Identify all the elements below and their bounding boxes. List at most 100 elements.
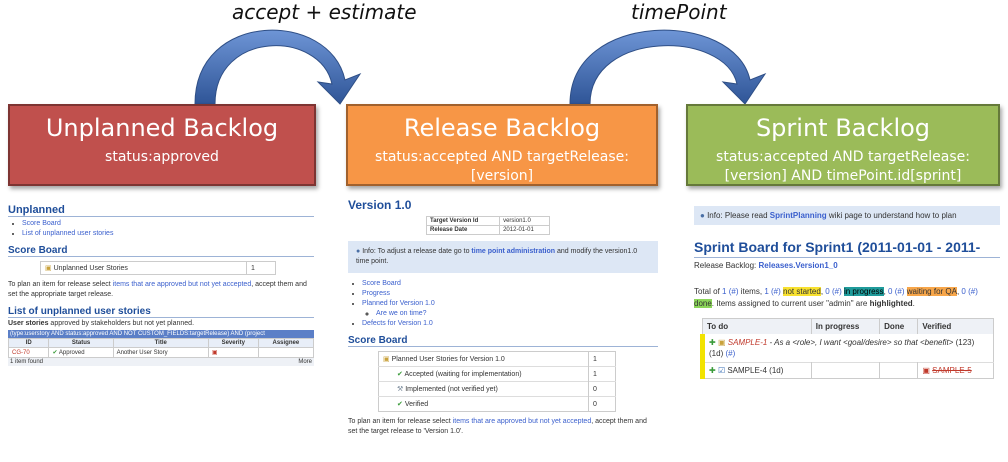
table-row[interactable]: CG-70 ✔ Approved Another User Story ▣ [7, 347, 315, 358]
hash-link[interactable]: (#) [771, 287, 781, 296]
table-footer: 1 item found More [8, 358, 314, 366]
score-row-label: Implemented (not verified yet) [405, 386, 498, 393]
sprint-summary: Total of 1 (#) items, 1 (#) not started,… [694, 287, 978, 308]
wrench-icon: ⚒ [397, 386, 404, 393]
scoreboard-heading: Score Board [348, 335, 658, 347]
issues-table: ID Status Title Severity Assignee CG-70 … [7, 338, 315, 358]
score-row[interactable]: ▣ Planned User Stories for Version 1.0 1 [378, 351, 616, 367]
score-row-count: 0 [593, 400, 597, 408]
col-assignee[interactable]: Assignee [257, 338, 315, 348]
waiting-count[interactable]: 0 [888, 287, 893, 296]
score-row-label: Accepted (waiting for implementation) [404, 371, 522, 378]
info-box: ● Info: To adjust a release date go to t… [348, 241, 658, 273]
hash-link[interactable]: (#) [725, 349, 736, 358]
check-icon: ✔ [397, 371, 403, 378]
release-backlog-label: Release Backlog: [694, 261, 757, 270]
col-todo: To do [702, 318, 812, 334]
in-progress-count[interactable]: 0 [825, 287, 830, 296]
col-id[interactable]: ID [7, 338, 50, 348]
meta-label: Release Date [425, 225, 501, 235]
unplanned-pane: Unplanned Score Board List of unplanned … [7, 204, 315, 366]
plan-hint-link[interactable]: items that are approved but not yet acce… [112, 281, 252, 288]
unplanned-backlog-box: Unplanned Backlog status:approved [8, 104, 316, 186]
done-count[interactable]: 0 [961, 287, 966, 296]
waiting-badge: waiting for QA [906, 287, 957, 296]
hash-link[interactable]: (#) [831, 287, 842, 296]
score-row[interactable]: ✔ Accepted (waiting for implementation) … [378, 366, 616, 382]
sprint-board-table: To do In progress Done Verified ✚ ▣ SAMP… [700, 318, 994, 379]
expand-icon[interactable]: ✚ [709, 338, 716, 347]
story-icon: ▣ [717, 338, 726, 347]
score-row[interactable]: ⚒ Implemented (not verified yet) 0 [378, 381, 616, 397]
verified-item-link[interactable]: SAMPLE-5 [932, 366, 972, 375]
box-title: Sprint Backlog [755, 114, 931, 142]
query-bar[interactable]: (type:userstory AND status:approved AND … [8, 330, 314, 338]
release-backlog-box: Release Backlog status:accepted AND targ… [346, 104, 658, 186]
plan-hint: To plan an item for release select items… [348, 417, 658, 437]
task-row[interactable]: ✚ ☑ SAMPLE-4 (1d) ▣ SAMPLE-5 [700, 362, 994, 379]
more-link[interactable]: More [298, 359, 312, 365]
items-count[interactable]: 1 [722, 287, 727, 296]
folder-icon: ▣ [383, 356, 390, 363]
task-checkbox-icon[interactable]: ☑ [717, 366, 726, 375]
release-backlog-link[interactable]: Releases.Version1_0 [758, 261, 838, 270]
toc-link-score-board[interactable]: Score Board [22, 220, 61, 227]
timepoint-label: timePoint [631, 0, 727, 24]
hash-link[interactable]: (#) [894, 287, 905, 296]
scoreboard-heading: Score Board [8, 245, 314, 257]
toc-link-score-board[interactable]: Score Board [362, 280, 401, 287]
release-backlog-line: Release Backlog: Releases.Version1_0 [694, 257, 1000, 270]
toc-link-defects[interactable]: Defects for Version 1.0 [362, 320, 433, 327]
toc-link-unplanned-list[interactable]: List of unplanned user stories [22, 230, 114, 237]
release-scoreboard-table: ▣ Planned User Stories for Version 1.0 1… [378, 351, 616, 412]
highlighted-word: highlighted [869, 299, 913, 308]
plan-hint-text-end: , accept them and set the target release… [348, 418, 647, 435]
toc-link-on-time[interactable]: Are we on time? [376, 310, 427, 317]
box-subtitle: status:approved [105, 149, 219, 165]
task-meta: (1d) [769, 366, 784, 375]
check-icon: ✔ [52, 350, 58, 356]
time-point-admin-link[interactable]: time point administration [471, 248, 556, 255]
sprint-planning-link[interactable]: SprintPlanning [769, 211, 827, 220]
col-status[interactable]: Status [48, 338, 114, 348]
not-started-count[interactable]: 1 [764, 287, 769, 296]
plan-hint-text-end: , accept them and set the appropriate ta… [8, 281, 307, 298]
list-heading: List of unplanned user stories [8, 306, 314, 318]
score-row-count: 0 [593, 385, 597, 393]
toc-link-progress[interactable]: Progress [362, 290, 391, 297]
story-row[interactable]: ✚ ▣ SAMPLE-1 - As a <role>, I want <goal… [700, 334, 994, 363]
list-intro-bold: User stories [8, 320, 49, 327]
info-icon: ● [700, 211, 705, 220]
col-title[interactable]: Title [112, 338, 209, 348]
folder-icon: ▣ [45, 265, 52, 272]
meta-value: 2012-01-01 [499, 225, 550, 235]
toc-link-planned[interactable]: Planned for Version 1.0 [362, 300, 435, 307]
scoreboard-count: 1 [251, 264, 255, 272]
issue-id-link[interactable]: CG-70 [12, 349, 30, 356]
score-row-count: 1 [593, 355, 597, 363]
hash-link[interactable]: (#) [728, 287, 739, 296]
story-meta: (123) (1d) [709, 338, 975, 358]
severity-icon: ▣ [211, 350, 218, 356]
task-add-icon[interactable]: ✚ [709, 366, 716, 375]
col-severity[interactable]: Severity [207, 338, 259, 348]
summary-text: items, [740, 287, 763, 296]
accept-estimate-label: accept + estimate [232, 0, 417, 24]
score-row[interactable]: ✔ Verified 0 [378, 396, 616, 412]
bug-icon: ▣ [922, 366, 930, 375]
hash-link[interactable]: (#) [968, 287, 978, 296]
toc: Score Board List of unplanned user stori… [8, 219, 314, 239]
done-badge: done [694, 299, 712, 308]
task-link[interactable]: SAMPLE-4 [727, 366, 767, 375]
plan-hint-text: To plan an item for release select [8, 281, 111, 288]
story-link[interactable]: SAMPLE-1 [727, 338, 768, 347]
scoreboard-table: ▣ Unplanned User Stories 1 [40, 261, 276, 275]
issue-status: Approved [58, 350, 85, 356]
page-title: Version 1.0 [348, 198, 412, 212]
box-title: Unplanned Backlog [45, 114, 279, 142]
scoreboard-row-label[interactable]: Unplanned User Stories [53, 265, 128, 272]
plan-hint-link[interactable]: items that are approved but not yet acce… [452, 418, 592, 425]
summary-text: Total of [694, 287, 720, 296]
info-icon: ● [356, 248, 361, 255]
